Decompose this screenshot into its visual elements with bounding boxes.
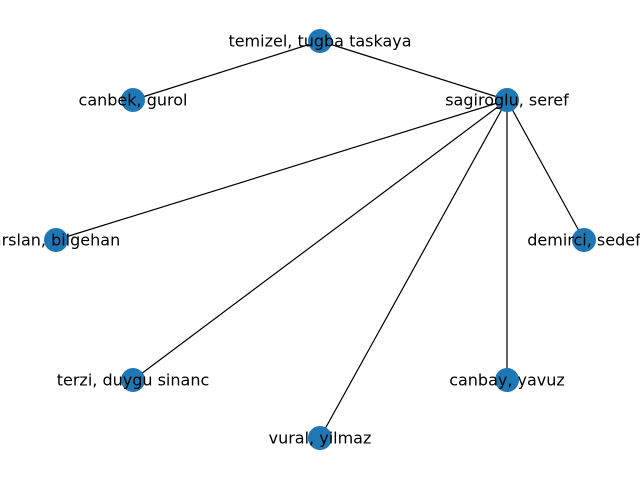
node-canbek (121, 88, 145, 112)
node-arslan (44, 228, 68, 252)
edge-temizel-canbek (132, 40, 321, 101)
node-label-arslan: arslan, bilgehan (0, 231, 120, 250)
node-sagiroglu (495, 88, 519, 112)
edge-sagiroglu-vural (319, 99, 508, 439)
node-label-sagiroglu: sagiroglu, seref (445, 91, 569, 110)
node-label-demirci: demirci, sedef (527, 231, 640, 250)
node-label-terzi: terzi, duygu sinanc (57, 371, 210, 390)
node-label-temizel: temizel, tugba taskaya (228, 32, 411, 51)
edges-layer (55, 40, 585, 439)
node-demirci (572, 228, 596, 252)
node-canbay (495, 368, 519, 392)
node-temizel (308, 29, 332, 53)
edge-temizel-sagiroglu (319, 40, 508, 101)
edge-sagiroglu-arslan (55, 99, 508, 241)
node-terzi (121, 368, 145, 392)
edge-sagiroglu-demirci (506, 99, 585, 241)
nodes-layer (44, 29, 596, 450)
labels-layer: temizel, tugba taskaya canbek, gurol sagir… (0, 32, 640, 448)
node-label-vural: vural, yilmaz (269, 429, 372, 448)
node-label-canbay: canbay, yavuz (449, 371, 565, 390)
node-vural (308, 426, 332, 450)
node-label-canbek: canbek, gurol (79, 91, 188, 110)
edge-sagiroglu-terzi (132, 99, 508, 381)
